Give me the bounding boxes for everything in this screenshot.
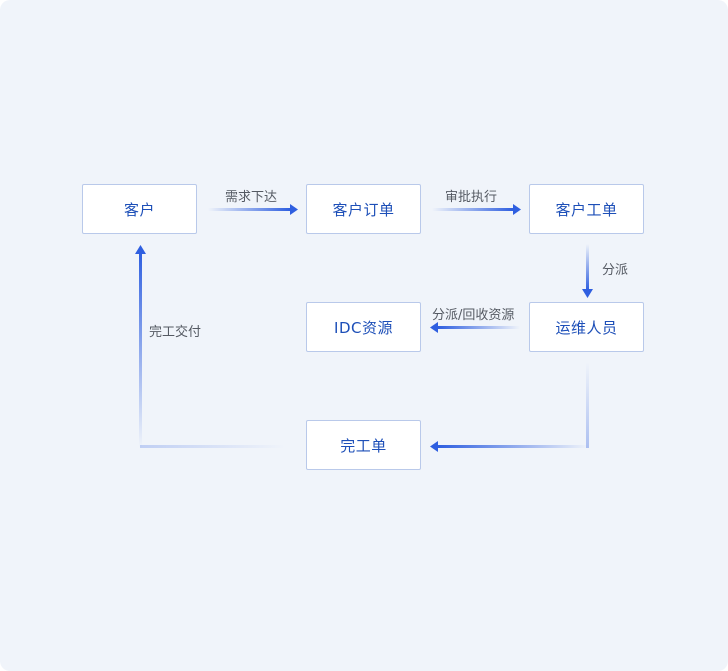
arrow-delivery-bottom — [140, 445, 285, 448]
label-dispatch: 分派 — [602, 263, 629, 278]
node-idc-resource: IDC资源 — [306, 302, 421, 352]
label-completion-delivery: 完工交付 — [149, 325, 202, 340]
label-dispatch-recycle: 分派/回收资源 — [432, 308, 515, 323]
arrow-recycle-head — [430, 322, 438, 333]
arrow-demand-head — [290, 204, 298, 215]
arrow-delivery-head — [135, 245, 146, 254]
arrow-recycle-shaft — [438, 326, 520, 329]
arrow-complete-head — [430, 441, 438, 452]
arrow-dispatch-head — [582, 289, 593, 298]
node-customer: 客户 — [82, 184, 197, 234]
node-completion-ticket: 完工单 — [306, 420, 421, 470]
node-customer-ticket: 客户工单 — [529, 184, 644, 234]
arrow-delivery-vertical — [139, 252, 142, 448]
arrow-approval-shaft — [432, 208, 513, 211]
label-demand-issued: 需求下达 — [225, 190, 278, 205]
arrow-approval-head — [513, 204, 521, 215]
arrow-demand-shaft — [208, 208, 290, 211]
node-ops-staff: 运维人员 — [529, 302, 644, 352]
arrow-complete-shaft — [438, 445, 589, 448]
arrow-complete-vertical — [586, 362, 589, 448]
arrow-dispatch-shaft — [586, 244, 589, 290]
label-approval-exec: 审批执行 — [445, 190, 498, 205]
node-customer-order: 客户订单 — [306, 184, 421, 234]
